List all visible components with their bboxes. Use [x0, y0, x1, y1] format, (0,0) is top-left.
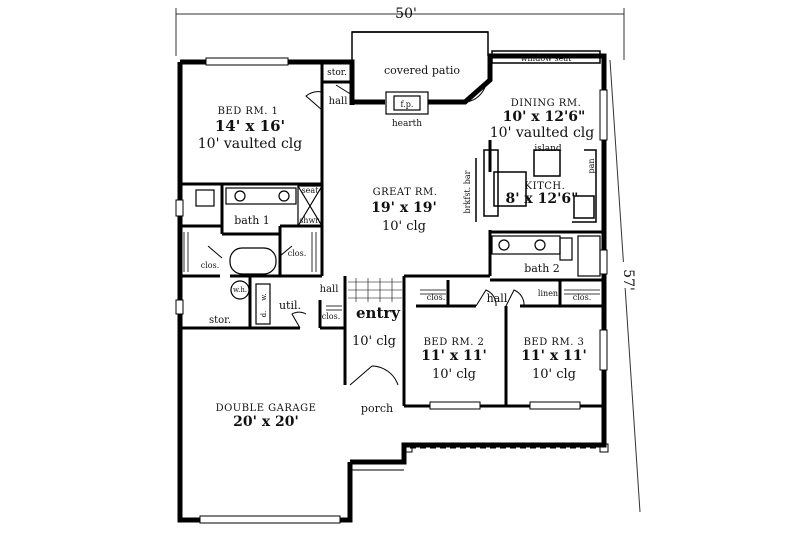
- closet-hatching: [183, 232, 600, 311]
- bed1-closet-right: clos.: [288, 249, 307, 258]
- bed3-closet-label: clos.: [573, 293, 592, 302]
- hall-label: hall: [329, 96, 348, 107]
- bath2-label: bath 2: [524, 262, 560, 275]
- pantry-label: pan: [587, 158, 596, 173]
- bed2-name: BED RM. 2: [424, 337, 485, 348]
- hall-right-label: hall: [487, 292, 508, 305]
- great-room-ceiling: 10' clg: [382, 219, 426, 234]
- garage-size: 20' x 20': [233, 414, 299, 430]
- bed3-size: 11' x 11': [521, 348, 587, 364]
- bed3-ceiling: 10' clg: [532, 367, 576, 382]
- depth-dimension: 57': [620, 269, 636, 291]
- covered-patio-label: covered patio: [384, 64, 460, 77]
- dining-ceiling: 10' vaulted clg: [490, 125, 595, 141]
- bed1-size: 14' x 16': [215, 117, 285, 135]
- porch-label: porch: [361, 402, 393, 415]
- great-room-name: GREAT RM.: [373, 187, 438, 198]
- doors: [207, 83, 525, 386]
- porch-columns: [350, 443, 609, 471]
- fixtures: [195, 91, 601, 325]
- bed1-ceiling: 10' vaulted clg: [198, 136, 303, 152]
- entry-closet-label: clos.: [322, 312, 341, 321]
- windows: [175, 57, 608, 524]
- dining-name: DINING RM.: [511, 98, 582, 109]
- bed1-closet-left: clos.: [201, 261, 220, 270]
- utility-label: util.: [279, 299, 301, 312]
- garage-name: DOUBLE GARAGE: [216, 403, 317, 414]
- great-room-size: 19' x 19': [371, 200, 437, 216]
- bath1-label: bath 1: [234, 214, 270, 227]
- kitchen-size: 8' x 12'6": [506, 191, 579, 207]
- hall-mid-label: hall: [320, 284, 339, 295]
- island-label: island: [534, 144, 562, 154]
- width-dimension: 50': [395, 6, 417, 22]
- bed1-name: BED RM. 1: [218, 106, 279, 117]
- dryer-label: d.: [260, 311, 268, 318]
- entry-tile-grid: [348, 278, 402, 302]
- window-seat-label: window seat: [521, 54, 572, 63]
- bed2-size: 11' x 11': [421, 348, 487, 364]
- bed2-closet-label: clos.: [427, 293, 446, 302]
- washer-label: w.: [260, 293, 268, 300]
- water-heater-label: w.h.: [233, 286, 247, 294]
- kitchen-counters: [475, 149, 597, 223]
- garage-storage-label: stor.: [209, 315, 231, 326]
- entry-ceiling: 10' clg: [352, 334, 396, 349]
- hearth-label: hearth: [392, 119, 422, 129]
- linen-label: linen: [538, 289, 558, 298]
- patio-outline: [351, 31, 601, 64]
- shower-label: shwr.: [299, 216, 321, 225]
- kitchen-name: KITCH.: [525, 181, 566, 192]
- seat-label: seat: [302, 186, 320, 195]
- breakfast-bar-label: brkfst. bar: [463, 170, 472, 213]
- dining-size: 10' x 12'6": [503, 109, 586, 125]
- bed2-ceiling: 10' clg: [432, 367, 476, 382]
- fireplace-label: f.p.: [401, 100, 414, 109]
- bed3-name: BED RM. 3: [524, 337, 585, 348]
- entry-name: entry: [356, 304, 401, 322]
- storage-label: stor.: [327, 68, 347, 78]
